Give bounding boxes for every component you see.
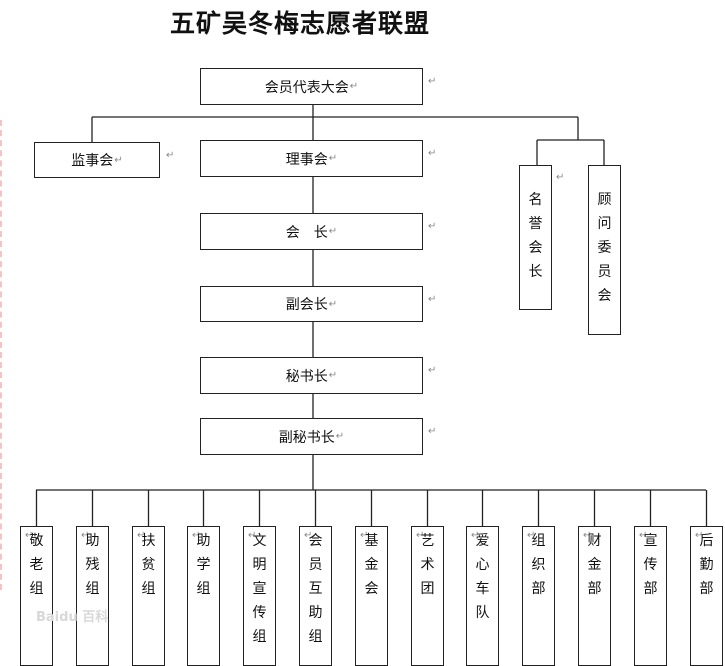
group-label: 敬老组 (29, 533, 44, 597)
advisory-committee-label: 顾问委员会 (597, 192, 612, 304)
congress-label: 会员代表大会 (264, 79, 349, 96)
paragraph-mark: ↵ (583, 530, 592, 541)
group-label: 宣传部 (643, 533, 658, 597)
group-label: 助学组 (196, 533, 211, 597)
group-logistics-dept-box: ↵后勤部 (690, 526, 723, 666)
paragraph-mark: ↵ (349, 81, 359, 92)
paragraph-mark: ↵ (328, 153, 338, 164)
group-art-troupe-box: ↵艺术团 (411, 526, 444, 666)
honorary-president-label: 名誉会长 (528, 192, 543, 280)
paragraph-mark: ↵ (304, 530, 313, 541)
left-edge-decoration (0, 120, 12, 590)
group-elderly-care-box: ↵敬老组 (20, 526, 53, 666)
supervisors-label: 监事会 (71, 153, 114, 169)
group-foundation-box: ↵基金会 (355, 526, 388, 666)
paragraph-mark: ↵ (81, 530, 90, 541)
group-label: 爱心车队 (475, 533, 490, 621)
paragraph-mark: ↵ (556, 172, 565, 183)
president-label: 会 长 (285, 224, 328, 241)
honorary-president-box: 名誉会长 (519, 165, 552, 310)
paragraph-mark: ↵ (428, 76, 437, 87)
president-box: 会 长↵ (200, 213, 423, 250)
group-label: 组织部 (531, 533, 546, 597)
paragraph-mark: ↵ (428, 426, 437, 437)
paragraph-mark: ↵ (335, 431, 345, 442)
council-label: 理事会 (285, 151, 328, 168)
group-label: 文明宣传组 (252, 533, 267, 645)
paragraph-mark: ↵ (428, 221, 437, 232)
paragraph-mark: ↵ (428, 365, 437, 376)
group-disability-aid-box: ↵助残组 (76, 526, 109, 666)
congress-box: 会员代表大会↵ (200, 68, 423, 105)
paragraph-mark: ↵ (695, 530, 704, 541)
paragraph-mark: ↵ (639, 530, 648, 541)
group-civility-promotion-box: ↵文明宣传组 (243, 526, 276, 666)
deputy-secretary-box: 副秘书长↵ (200, 418, 423, 455)
paragraph-mark: ↵ (25, 530, 34, 541)
group-label: 助残组 (85, 533, 100, 597)
group-label: 后勤部 (699, 533, 714, 597)
group-label: 艺术团 (420, 533, 435, 597)
paragraph-mark: ↵ (114, 154, 123, 166)
paragraph-mark: ↵ (416, 530, 425, 541)
paragraph-mark: ↵ (137, 530, 146, 541)
council-box: 理事会↵ (200, 140, 423, 177)
advisory-committee-box: 顾问委员会 (588, 165, 621, 335)
vice-president-label: 副会长 (285, 297, 328, 313)
group-poverty-relief-box: ↵扶贫组 (132, 526, 165, 666)
group-charity-fleet-box: ↵爱心车队 (466, 526, 499, 666)
group-label: 基金会 (364, 533, 379, 597)
paragraph-mark: ↵ (192, 530, 201, 541)
paragraph-mark: ↵ (428, 148, 437, 159)
group-education-aid-box: ↵助学组 (187, 526, 220, 666)
paragraph-mark: ↵ (471, 530, 480, 541)
vice-president-box: 副会长↵ (200, 286, 423, 322)
paragraph-mark: ↵ (360, 530, 369, 541)
paragraph-mark: ↵ (527, 530, 536, 541)
group-member-mutual-aid-box: ↵会员互助组 (299, 526, 332, 666)
group-publicity-dept-box: ↵宣传部 (634, 526, 667, 666)
group-label: 会员互助组 (308, 533, 323, 645)
paragraph-mark: ↵ (328, 298, 338, 310)
secretary-general-box: 秘书长↵ (200, 357, 423, 394)
group-finance-dept-box: ↵财金部 (578, 526, 611, 666)
group-label: 财金部 (587, 533, 602, 597)
paragraph-mark: ↵ (328, 226, 338, 237)
supervisors-box: 监事会↵ (34, 142, 160, 178)
paragraph-mark: ↵ (166, 150, 175, 161)
chart-title: 五矿吴冬梅志愿者联盟 (170, 9, 431, 38)
group-organization-dept-box: ↵组织部 (522, 526, 555, 666)
deputy-secretary-label: 副秘书长 (278, 429, 335, 446)
paragraph-mark: ↵ (248, 530, 257, 541)
paragraph-mark: ↵ (428, 294, 437, 305)
group-label: 扶贫组 (141, 533, 156, 597)
secretary-general-label: 秘书长 (285, 368, 328, 385)
paragraph-mark: ↵ (328, 370, 338, 381)
baidu-watermark: Baidu 百科 (36, 610, 109, 625)
